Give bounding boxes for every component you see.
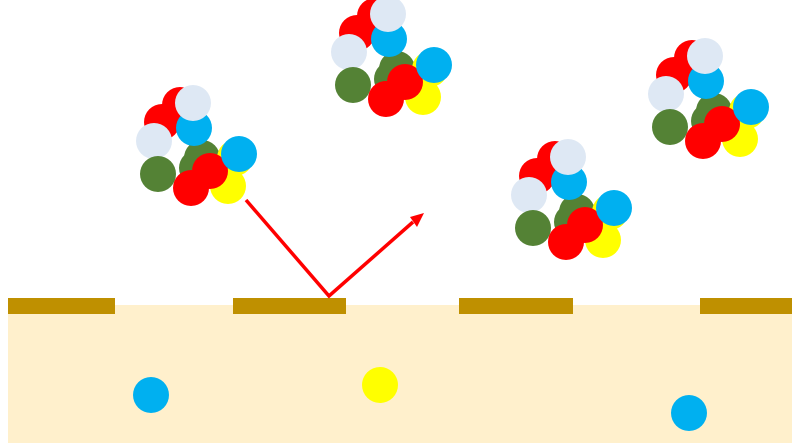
cluster-bead-light-blue	[550, 139, 586, 175]
cluster-bead-blue	[416, 47, 452, 83]
surface-strip-2	[233, 298, 346, 314]
reflection-arrow	[244, 198, 424, 299]
cluster-bead-light-blue	[175, 85, 211, 121]
cluster-bead-red	[685, 123, 721, 159]
cluster-bead-green	[515, 210, 551, 246]
embedded-particles	[133, 367, 707, 431]
cluster-bead-red	[173, 170, 209, 206]
cluster-bead-green	[140, 156, 176, 192]
cluster-bead-green	[652, 109, 688, 145]
cluster-bead-light-blue	[648, 76, 684, 112]
cluster-right-lower	[511, 139, 632, 260]
clusters	[136, 0, 769, 260]
cluster-incident	[136, 85, 257, 206]
cluster-right-upper	[648, 38, 769, 159]
cluster-bead-blue	[733, 89, 769, 125]
surface-strips	[8, 298, 792, 314]
cluster-top	[331, 0, 452, 117]
surface-strip-4	[700, 298, 792, 314]
substrate	[8, 305, 792, 443]
cluster-bead-red	[548, 224, 584, 260]
embedded-particle-blue-left	[133, 377, 169, 413]
cluster-bead-light-blue	[331, 34, 367, 70]
cluster-bead-green	[335, 67, 371, 103]
cluster-bead-blue	[596, 190, 632, 226]
cluster-bead-light-blue	[136, 123, 172, 159]
cluster-bead-light-blue	[511, 177, 547, 213]
embedded-particle-yellow	[362, 367, 398, 403]
surface-strip-3	[459, 298, 573, 314]
cluster-bead-blue	[221, 136, 257, 172]
embedded-particle-blue-right	[671, 395, 707, 431]
cluster-bead-red	[368, 81, 404, 117]
cluster-bead-light-blue	[687, 38, 723, 74]
cluster-bead-light-blue	[370, 0, 406, 32]
surface-strip-1	[8, 298, 115, 314]
